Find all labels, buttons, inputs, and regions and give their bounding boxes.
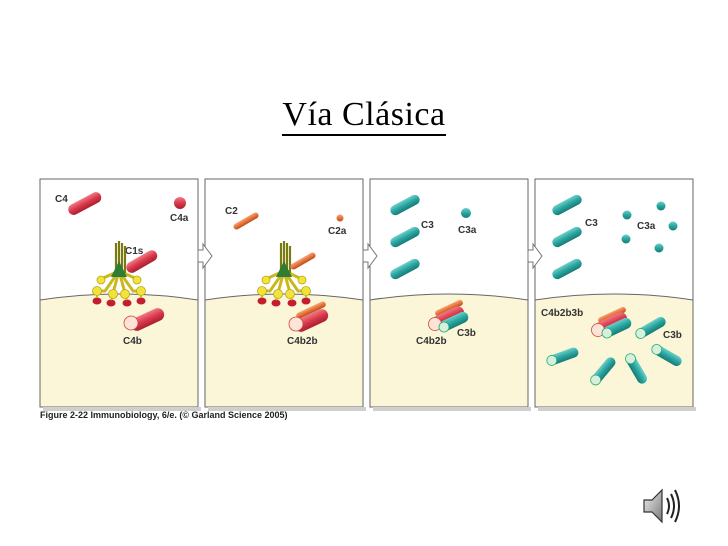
label-c4: C4	[55, 194, 68, 205]
panel-1	[39, 178, 199, 408]
c4-binding	[126, 250, 158, 273]
c4a-fragment	[174, 197, 186, 209]
label-c4a: C4a	[170, 213, 189, 224]
label-c3b: C3b	[457, 328, 476, 339]
c3a-fragment	[461, 208, 471, 218]
c2a-fragment	[336, 214, 344, 222]
label-c3-4: C3	[585, 218, 598, 229]
c4-molecule	[68, 192, 102, 215]
slide-title: Vía Clásica	[0, 96, 728, 136]
step-arrows	[197, 242, 543, 270]
c2-molecule	[233, 212, 259, 230]
label-c3a-4: C3a	[637, 221, 656, 232]
panel-4-content: C3 C3a C4b2b3b C3b	[541, 194, 682, 386]
c3-molecules-4	[552, 194, 582, 280]
panel-1-content: C4 C4a C1s C4b	[55, 192, 189, 347]
figure-caption: Figure 2-22 Immunobiology, 6/e. (© Garla…	[40, 410, 288, 420]
complement-figure: C4 C4a C1s C4b C2 C2a C4b2b	[37, 176, 701, 428]
c4b-molecule	[123, 308, 165, 331]
label-c4b2b3b: C4b2b3b	[541, 308, 583, 319]
c3a-fragments	[621, 201, 678, 253]
speaker-icon[interactable]	[640, 484, 686, 528]
label-c4b2b: C4b2b	[287, 336, 318, 347]
label-c2a: C2a	[328, 226, 347, 237]
c3-molecules	[390, 194, 420, 280]
panel-2-content: C2 C2a C4b2b	[225, 206, 347, 347]
label-c4b: C4b	[123, 336, 142, 347]
panel-3	[369, 178, 529, 408]
label-c4b2b-3: C4b2b	[416, 336, 447, 347]
c4b2b3b-complex	[591, 306, 632, 339]
label-c3: C3	[421, 220, 434, 231]
label-c1s: C1s	[125, 246, 144, 257]
c3b-fragments	[546, 317, 682, 386]
c2-binding	[290, 252, 316, 270]
label-c3a: C3a	[458, 225, 477, 236]
panel-3-content: C3 C3a C3b C4b2b	[390, 194, 477, 347]
c4b2b-c3b-complex	[428, 299, 469, 333]
c4b2b-complex	[288, 301, 329, 332]
label-c3b-4: C3b	[663, 330, 682, 341]
label-c2: C2	[225, 206, 238, 217]
